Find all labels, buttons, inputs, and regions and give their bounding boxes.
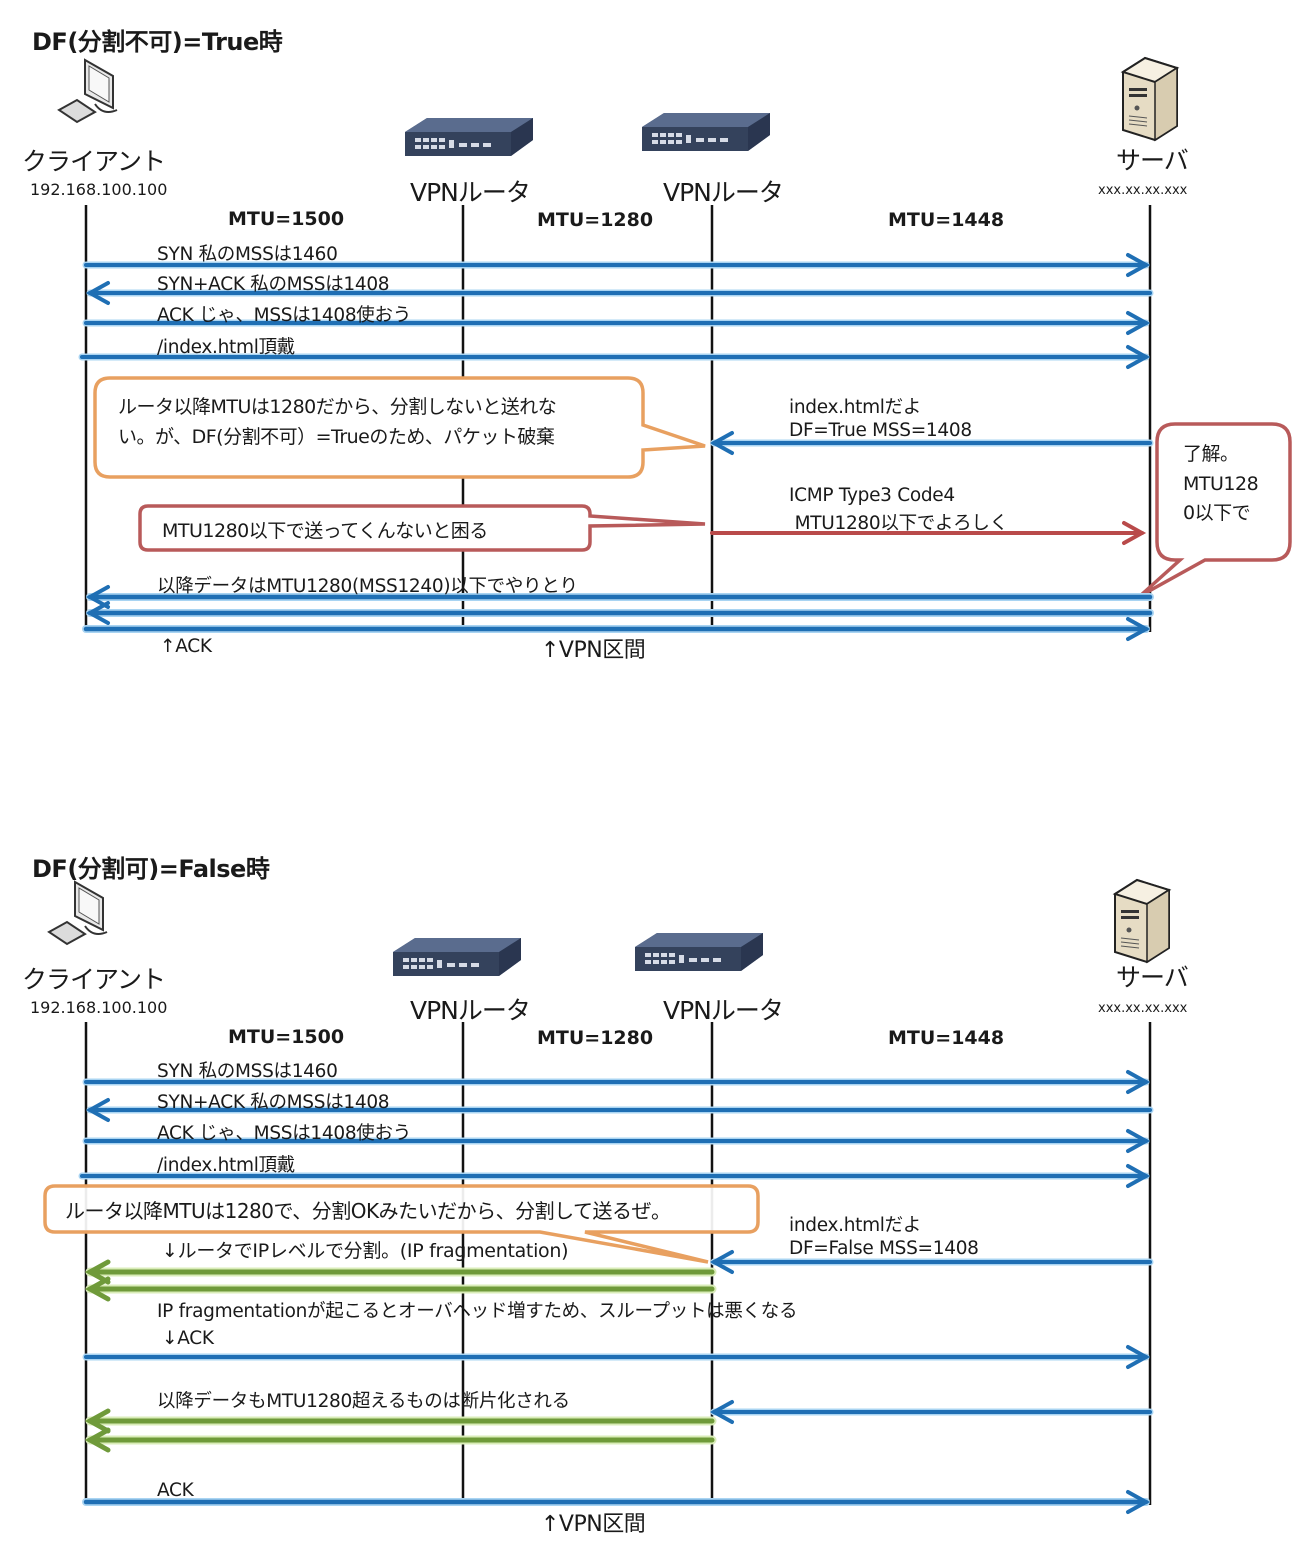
client-label: クライアント [22,965,166,994]
message-label: ↓ACK [162,1328,214,1349]
top-section [58,57,1292,641]
router-icon [635,933,763,971]
speech-bubble-orange [93,376,706,479]
arrow-ack [82,1129,1151,1153]
mtu-label-1280: MTU=1280 [537,1027,654,1049]
bubble-text-line: 了解。 [1183,443,1239,465]
message-label: MTU1280以下でよろしく [789,513,1008,534]
arrow-ack [82,311,1151,335]
mtu-label-1500: MTU=1500 [228,1026,345,1048]
bubble-text-line: MTU128 [1183,473,1259,495]
message-label: ACK じゃ、MSSは1408使おう [157,1123,411,1144]
message-label: ↑ACK [160,636,212,657]
pc-icon [48,881,108,945]
bubble-text-line: 0以下で [1183,502,1251,524]
server-ip: xxx.xx.xx.xxx [1098,183,1188,198]
message-label: DF=False MSS=1408 [789,1238,979,1259]
arrow-data-1 [85,585,1154,609]
arrow-fragment-3 [84,1408,717,1434]
section-title-df-false: DF(分割可)=False時 [32,855,270,883]
client-ip: 192.168.100.100 [30,180,168,199]
message-label: index.htmlだよ [789,397,922,418]
message-label: /index.html頂戴 [157,337,295,358]
router-icon [642,113,770,151]
arrow-data-server [709,1400,1154,1424]
mtu-label-1448: MTU=1448 [888,209,1005,231]
arrow-ack-2 [82,1345,1151,1369]
server-ip: xxx.xx.xx.xxx [1098,1001,1188,1016]
arrow-index-response [709,1250,1154,1274]
arrows-bottom [78,1070,1154,1514]
arrow-syn [82,253,1151,277]
client-ip: 192.168.100.100 [30,998,168,1017]
arrow-get-index [78,345,1151,369]
bubble-text-line: ルータ以降MTUは1280で、分割OKみたいだから、分割して送るぜ。 [65,1199,671,1223]
bubble-text-line: MTU1280以下で送ってくんないと困る [162,520,488,542]
bubble-text-line: ルータ以降MTUは1280だから、分割しないと送れな [118,396,557,418]
router-icon [405,118,533,156]
bubble-text-line: い。が、DF(分割不可）=Trueのため、パケット破棄 [118,426,555,448]
section-title-df-true: DF(分割不可)=True時 [32,28,283,56]
arrow-data-2 [85,601,1154,625]
router2-label: VPNルータ [663,996,784,1025]
arrows-top [78,253,1154,641]
message-label: SYN 私のMSSは1460 [157,244,338,265]
message-label: 以降データはMTU1280(MSS1240)以下でやりとり [157,576,578,597]
speech-bubble-server [1138,422,1292,598]
arrow-icmp [710,521,1147,545]
message-label: ICMP Type3 Code4 [789,485,955,506]
pc-icon [58,59,118,123]
message-label: SYN+ACK 私のMSSは1408 [157,274,390,295]
arrow-fragment-1 [84,1259,717,1285]
message-label: DF=True MSS=1408 [789,420,972,441]
arrow-final-ack [82,1490,1151,1514]
message-label: ↓ルータでIPレベルで分割。(IP fragmentation) [162,1240,569,1262]
speech-bubble-orange [43,1184,760,1264]
message-label: 以降データもMTU1280超えるものは断片化される [157,1391,570,1412]
vpn-section-label: ↑VPN区間 [541,1512,646,1537]
server-icon [1122,57,1178,141]
speech-bubble-red [138,504,706,552]
message-label: ACK [157,1480,194,1501]
arrow-fragment-2 [84,1276,717,1302]
mtu-label-1500: MTU=1500 [228,208,345,230]
arrow-index-response [709,431,1154,455]
message-label: /index.html頂戴 [157,1155,295,1176]
message-label: index.htmlだよ [789,1215,922,1236]
message-label: SYN+ACK 私のMSSは1408 [157,1092,390,1113]
server-icon [1114,879,1170,963]
message-label: ACK じゃ、MSSは1408使おう [157,305,411,326]
mtu-label-1448: MTU=1448 [888,1027,1005,1049]
router2-label: VPNルータ [663,178,784,207]
router1-label: VPNルータ [410,996,531,1025]
router-icon [393,938,521,976]
arrow-get-index [78,1164,1151,1188]
arrow-syn [82,1070,1151,1094]
client-label: クライアント [22,147,166,176]
router1-label: VPNルータ [410,178,531,207]
note-label: IP fragmentationが起こるとオーバヘッド増すため、スループットは悪… [157,1301,798,1322]
arrow-fragment-4 [84,1427,717,1453]
mtu-label-1280: MTU=1280 [537,209,654,231]
arrow-syn-ack [85,1098,1154,1122]
bottom-section [43,879,1170,1514]
message-label: SYN 私のMSSは1460 [157,1061,338,1082]
vpn-section-label: ↑VPN区間 [541,638,646,663]
arrow-final-ack [82,617,1151,641]
server-label: サーバ [1116,963,1189,992]
arrow-syn-ack [85,281,1154,305]
server-label: サーバ [1116,146,1189,175]
